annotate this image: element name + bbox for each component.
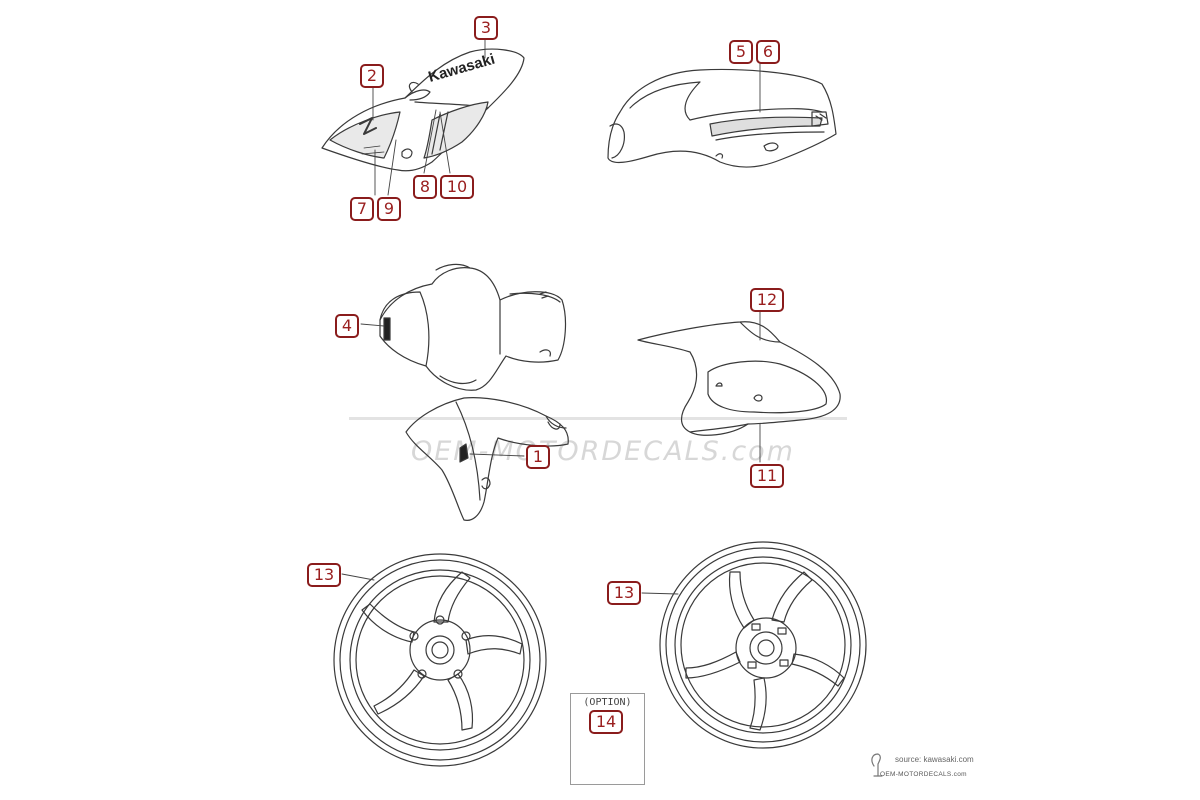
callout-13-right: 13 (607, 581, 641, 605)
callout-14: 14 (589, 710, 623, 734)
callout-13-left: 13 (307, 563, 341, 587)
callout-12: 12 (750, 288, 784, 312)
callout-4: 4 (335, 314, 359, 338)
option-label: (OPTION) (583, 697, 632, 708)
option-box: (OPTION) (570, 693, 645, 785)
callout-5: 5 (729, 40, 753, 64)
watermark-rule (349, 417, 847, 420)
callout-3: 3 (474, 16, 498, 40)
callout-11: 11 (750, 464, 784, 488)
callout-2: 2 (360, 64, 384, 88)
site-credit: OEM-MOTORDECALS.com (880, 771, 967, 778)
callout-7: 7 (350, 197, 374, 221)
callout-6: 6 (756, 40, 780, 64)
callout-1: 1 (526, 445, 550, 469)
callout-10: 10 (440, 175, 474, 199)
wheel-right-part (659, 541, 867, 749)
seat-cowl-part (637, 321, 841, 436)
shroud-part: Kawasaki (321, 48, 525, 172)
leader-lines (341, 37, 761, 751)
fuel-tank-part (607, 68, 837, 168)
callout-8: 8 (413, 175, 437, 199)
callout-9: 9 (377, 197, 401, 221)
headlight-cowl-part (379, 263, 567, 391)
watermark-text: OEM-MOTORDECALS.com (410, 436, 795, 467)
wheel-left-part (333, 553, 547, 767)
front-fender-part (405, 397, 569, 521)
source-credit: source: kawasaki.com (895, 755, 974, 764)
site-logo-mark (871, 753, 883, 777)
tank-brand-text: Kawasaki (426, 51, 496, 86)
